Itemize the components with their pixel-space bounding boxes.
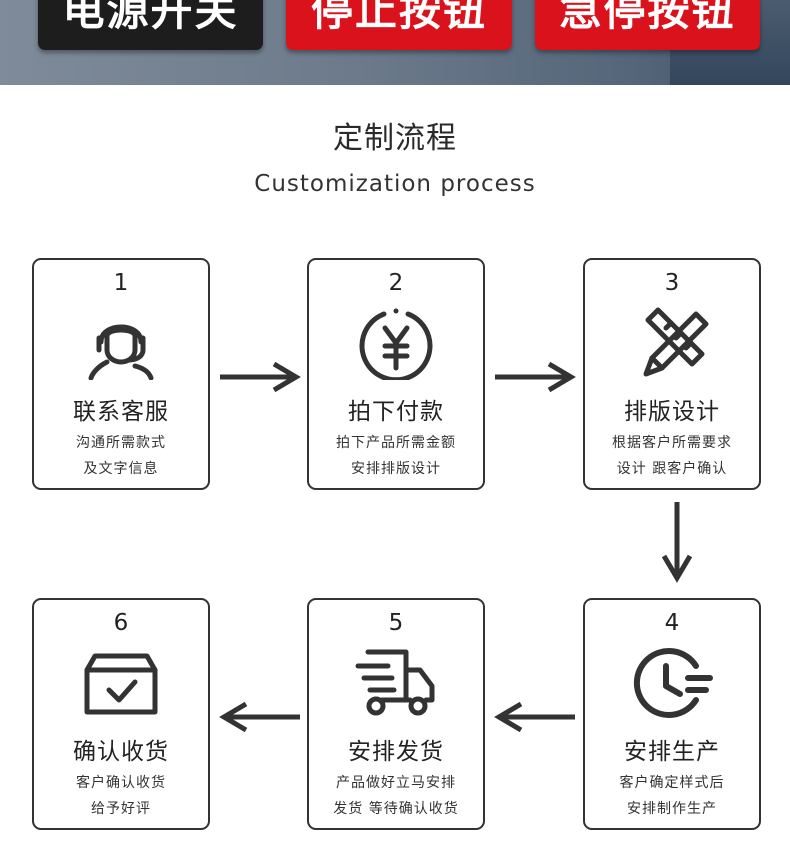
step-desc-line-1: 沟通所需款式 <box>76 435 166 451</box>
stop-button-label: 停止按钮 <box>286 0 512 50</box>
step-desc-line-2: 安排排版设计 <box>351 461 441 477</box>
step-desc-line-1: 根据客户所需要求 <box>612 435 732 451</box>
step-card-2: 2 拍下付款 拍下产品所需金额 安排排版设计 <box>307 258 485 490</box>
step-desc-line-1: 产品做好立马安排 <box>336 775 456 791</box>
checked-box-icon <box>79 646 163 720</box>
customer-service-headset-icon <box>79 306 163 381</box>
step-title: 联系客服 <box>73 399 169 425</box>
step-card-1: 1 联系客服 沟通所需款式 及文字信息 <box>32 258 210 490</box>
step-title: 安排生产 <box>624 739 720 765</box>
step-number: 3 <box>664 270 680 296</box>
step-desc-line-2: 给予好评 <box>91 801 151 817</box>
step-number: 4 <box>664 610 680 636</box>
arrow-right-icon <box>495 362 576 392</box>
step-card-5: 5 安排发货 产品做好立马安排 发货 等待确认收货 <box>307 598 485 830</box>
step-desc-line-1: 客户确定样式后 <box>619 775 725 791</box>
step-title: 拍下付款 <box>348 399 444 425</box>
power-switch-label: 电源开关 <box>38 0 263 50</box>
step-title: 排版设计 <box>624 399 720 425</box>
top-banner: 电源开关 停止按钮 急停按钮 <box>0 0 790 85</box>
clock-icon <box>630 646 714 720</box>
step-desc-line-2: 发货 等待确认收货 <box>333 801 459 817</box>
section-title: 定制流程 <box>333 121 457 156</box>
arrow-down-icon <box>661 502 693 583</box>
step-desc-line-1: 客户确认收货 <box>76 775 166 791</box>
section-subtitle: Customization process <box>254 171 536 197</box>
step-desc-line-2: 设计 跟客户确认 <box>616 461 728 477</box>
emergency-stop-label: 急停按钮 <box>535 0 760 50</box>
step-number: 6 <box>113 610 129 636</box>
step-desc-line-1: 拍下产品所需金额 <box>336 435 456 451</box>
step-number: 5 <box>388 610 404 636</box>
step-desc-line-2: 安排制作生产 <box>627 801 717 817</box>
step-number: 1 <box>113 270 129 296</box>
step-desc-line-2: 及文字信息 <box>83 461 159 477</box>
step-title: 确认收货 <box>73 739 169 765</box>
yuan-coin-icon <box>354 306 438 383</box>
ruler-pencil-icon <box>630 306 714 380</box>
arrow-left-icon <box>219 702 300 732</box>
step-number: 2 <box>388 270 404 296</box>
arrow-left-icon <box>494 702 575 732</box>
step-card-6: 6 确认收货 客户确认收货 给予好评 <box>32 598 210 830</box>
arrow-right-icon <box>220 362 301 392</box>
step-title: 安排发货 <box>348 739 444 765</box>
delivery-truck-icon <box>354 646 438 720</box>
step-card-3: 3 排版设计 根据客户所需要求 设计 跟客户确认 <box>583 258 761 490</box>
step-card-4: 4 安排生产 客户确定样式后 安排制作生产 <box>583 598 761 830</box>
